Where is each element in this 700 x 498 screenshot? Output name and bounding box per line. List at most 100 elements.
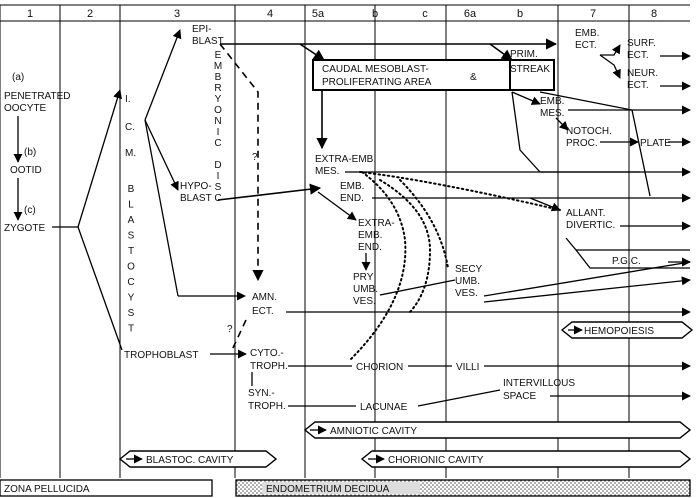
allant-line1: ALLANT. [566, 208, 605, 219]
stage-a-label: (a) [12, 72, 24, 83]
secy-umb-line2: UMB. [455, 276, 480, 287]
vertical-letter: M [214, 61, 222, 72]
vertical-letter: A [128, 215, 135, 226]
emb-end-line1: EMB. [340, 181, 364, 192]
chorion-label: CHORION [356, 362, 403, 373]
emb-ect-line1: EMB. [575, 28, 599, 39]
extra-emb-end-line1: EXTRA- [358, 218, 395, 229]
pgc-label: P.G.C. [612, 256, 641, 267]
vertical-letter: N [214, 116, 221, 127]
col-7: 7 [590, 8, 596, 20]
col-5a: 5a [312, 8, 325, 20]
vertical-letter: Y [128, 293, 135, 304]
bottom-bars: ZONA PELLUCIDA ENDOMETRIUM DECIDUA [0, 479, 691, 497]
col-6a: 6a [464, 8, 477, 20]
col-5c: c [422, 8, 428, 20]
allant-line2: DIVERTIC. [566, 220, 615, 231]
col-4: 4 [267, 8, 273, 20]
cavity-pills: AMNIOTIC CAVITY BLASTOC. CAVITY CHORIONI… [118, 421, 692, 468]
col-6b: b [517, 8, 523, 20]
mesoblast-line1: CAUDAL MESOBLAST- [322, 64, 429, 75]
epiblast-line2: BLAST [192, 36, 224, 47]
pry-umb-line2: UMB. [353, 284, 378, 295]
icm-c: C. [125, 122, 135, 133]
question-mark-1: ? [252, 152, 258, 163]
vertical-letter: S [128, 231, 135, 242]
emb-mes-line1: EMB. [540, 96, 564, 107]
amnion: AMN. ECT. [252, 292, 691, 317]
endometrium-decidua-label: ENDOMETRIUM DECIDUA [266, 484, 390, 495]
emb-mes-line2: MES. [540, 108, 564, 119]
vertical-letter: S [128, 308, 135, 319]
vertical-letter: S [215, 182, 222, 193]
stage-c-label: (c) [24, 205, 36, 216]
pry-umb-line3: VES. [353, 296, 376, 307]
neur-ect-line2: ECT. [627, 80, 649, 91]
col-3: 3 [174, 8, 180, 20]
vertical-letter: R [214, 83, 221, 94]
vertical-letter: Y [215, 94, 222, 105]
col-2: 2 [87, 8, 93, 20]
vertical-letter: B [128, 184, 135, 195]
extra-embryonic: EXTRA-EMB. MES. EMB. END. EXTRA- EMB. EN… [315, 154, 691, 271]
emb-end-line2: END. [340, 193, 364, 204]
zygote-label: ZYGOTE [4, 223, 45, 234]
dotted-links [349, 171, 561, 361]
col-1: 1 [27, 8, 33, 20]
early-stages: (a) PENETRATED OOCYTE (b) OOTID (c) ZYGO… [4, 72, 78, 234]
surf-ect-line2: ECT. [627, 50, 649, 61]
cytotroph-line2: TROPH. [250, 361, 288, 372]
icm-i: I. [125, 94, 131, 105]
surf-ect-line1: SURF. [627, 38, 656, 49]
extra-emb-end-line2: EMB. [358, 230, 382, 241]
oocyte-label: OOCYTE [4, 103, 47, 114]
amn-ect-line2: ECT. [252, 306, 274, 317]
intervillous-line1: INTERVILLOUS [503, 378, 575, 389]
secy-umb-line1: SECY [455, 264, 483, 275]
stage-b-label: (b) [24, 147, 36, 158]
vertical-letter: T [128, 324, 134, 335]
vertical-letter: B [215, 72, 222, 83]
hemopoiesis-pill: HEMOPOIESIS [560, 321, 694, 339]
col-8: 8 [651, 8, 657, 20]
intervillous-line2: SPACE [503, 391, 536, 402]
ootid-label: OOTID [10, 165, 42, 176]
epiblast-line1: EPI- [192, 24, 211, 35]
hemopoiesis-label: HEMOPOIESIS [584, 326, 654, 337]
mesoderm-branches: EMB. MES. NOTOCH. PROC. PLATE [511, 91, 691, 197]
vertical-letter: I [217, 171, 220, 182]
icm-m: M. [125, 148, 136, 159]
syntroph-line2: TROPH. [248, 401, 286, 412]
lacunae-label: LACUNAE [360, 402, 408, 413]
vertical-letter: C [214, 193, 221, 204]
vertical-letter: T [128, 246, 134, 257]
column-headers: 1 2 3 4 5a b c 6a b 7 8 [27, 8, 657, 20]
syntroph-line1: SYN.- [248, 388, 275, 399]
penetrated-label: PENETRATED [4, 91, 71, 102]
ampersand: & [470, 72, 477, 83]
vertical-letter: E [215, 50, 222, 61]
question-mark-2: ? [227, 324, 233, 335]
trophoblast-label: TROPHOBLAST [124, 350, 198, 361]
vertical-letter: I [217, 127, 220, 138]
blastoc-cavity-label: BLASTOC. CAVITY [146, 455, 234, 466]
mesoblast-box: CAUDAL MESOBLAST- PROLIFERATING AREA & P… [312, 49, 555, 150]
prim-streak-line2: STREAK [510, 64, 550, 75]
amn-ect-line1: AMN. [252, 292, 277, 303]
notoch-line1: NOTOCH. [566, 126, 612, 137]
dashed-links: ? ? [219, 43, 264, 351]
plate-label: PLATE [640, 138, 671, 149]
prim-streak-line1: PRIM. [510, 49, 538, 60]
vertical-letter: C [214, 138, 221, 149]
yolk-sacs: PRY UMB. VES. SECY UMB. VES. [353, 261, 691, 307]
vertical-letter: L [128, 200, 134, 211]
cytotroph-line1: CYTO.- [250, 348, 284, 359]
extra-emb-mes-line1: EXTRA-EMB. [315, 154, 376, 165]
trophoblast-derivatives: CYTO.- TROPH. CHORION VILLI SYN.- TROPH.… [210, 348, 691, 413]
